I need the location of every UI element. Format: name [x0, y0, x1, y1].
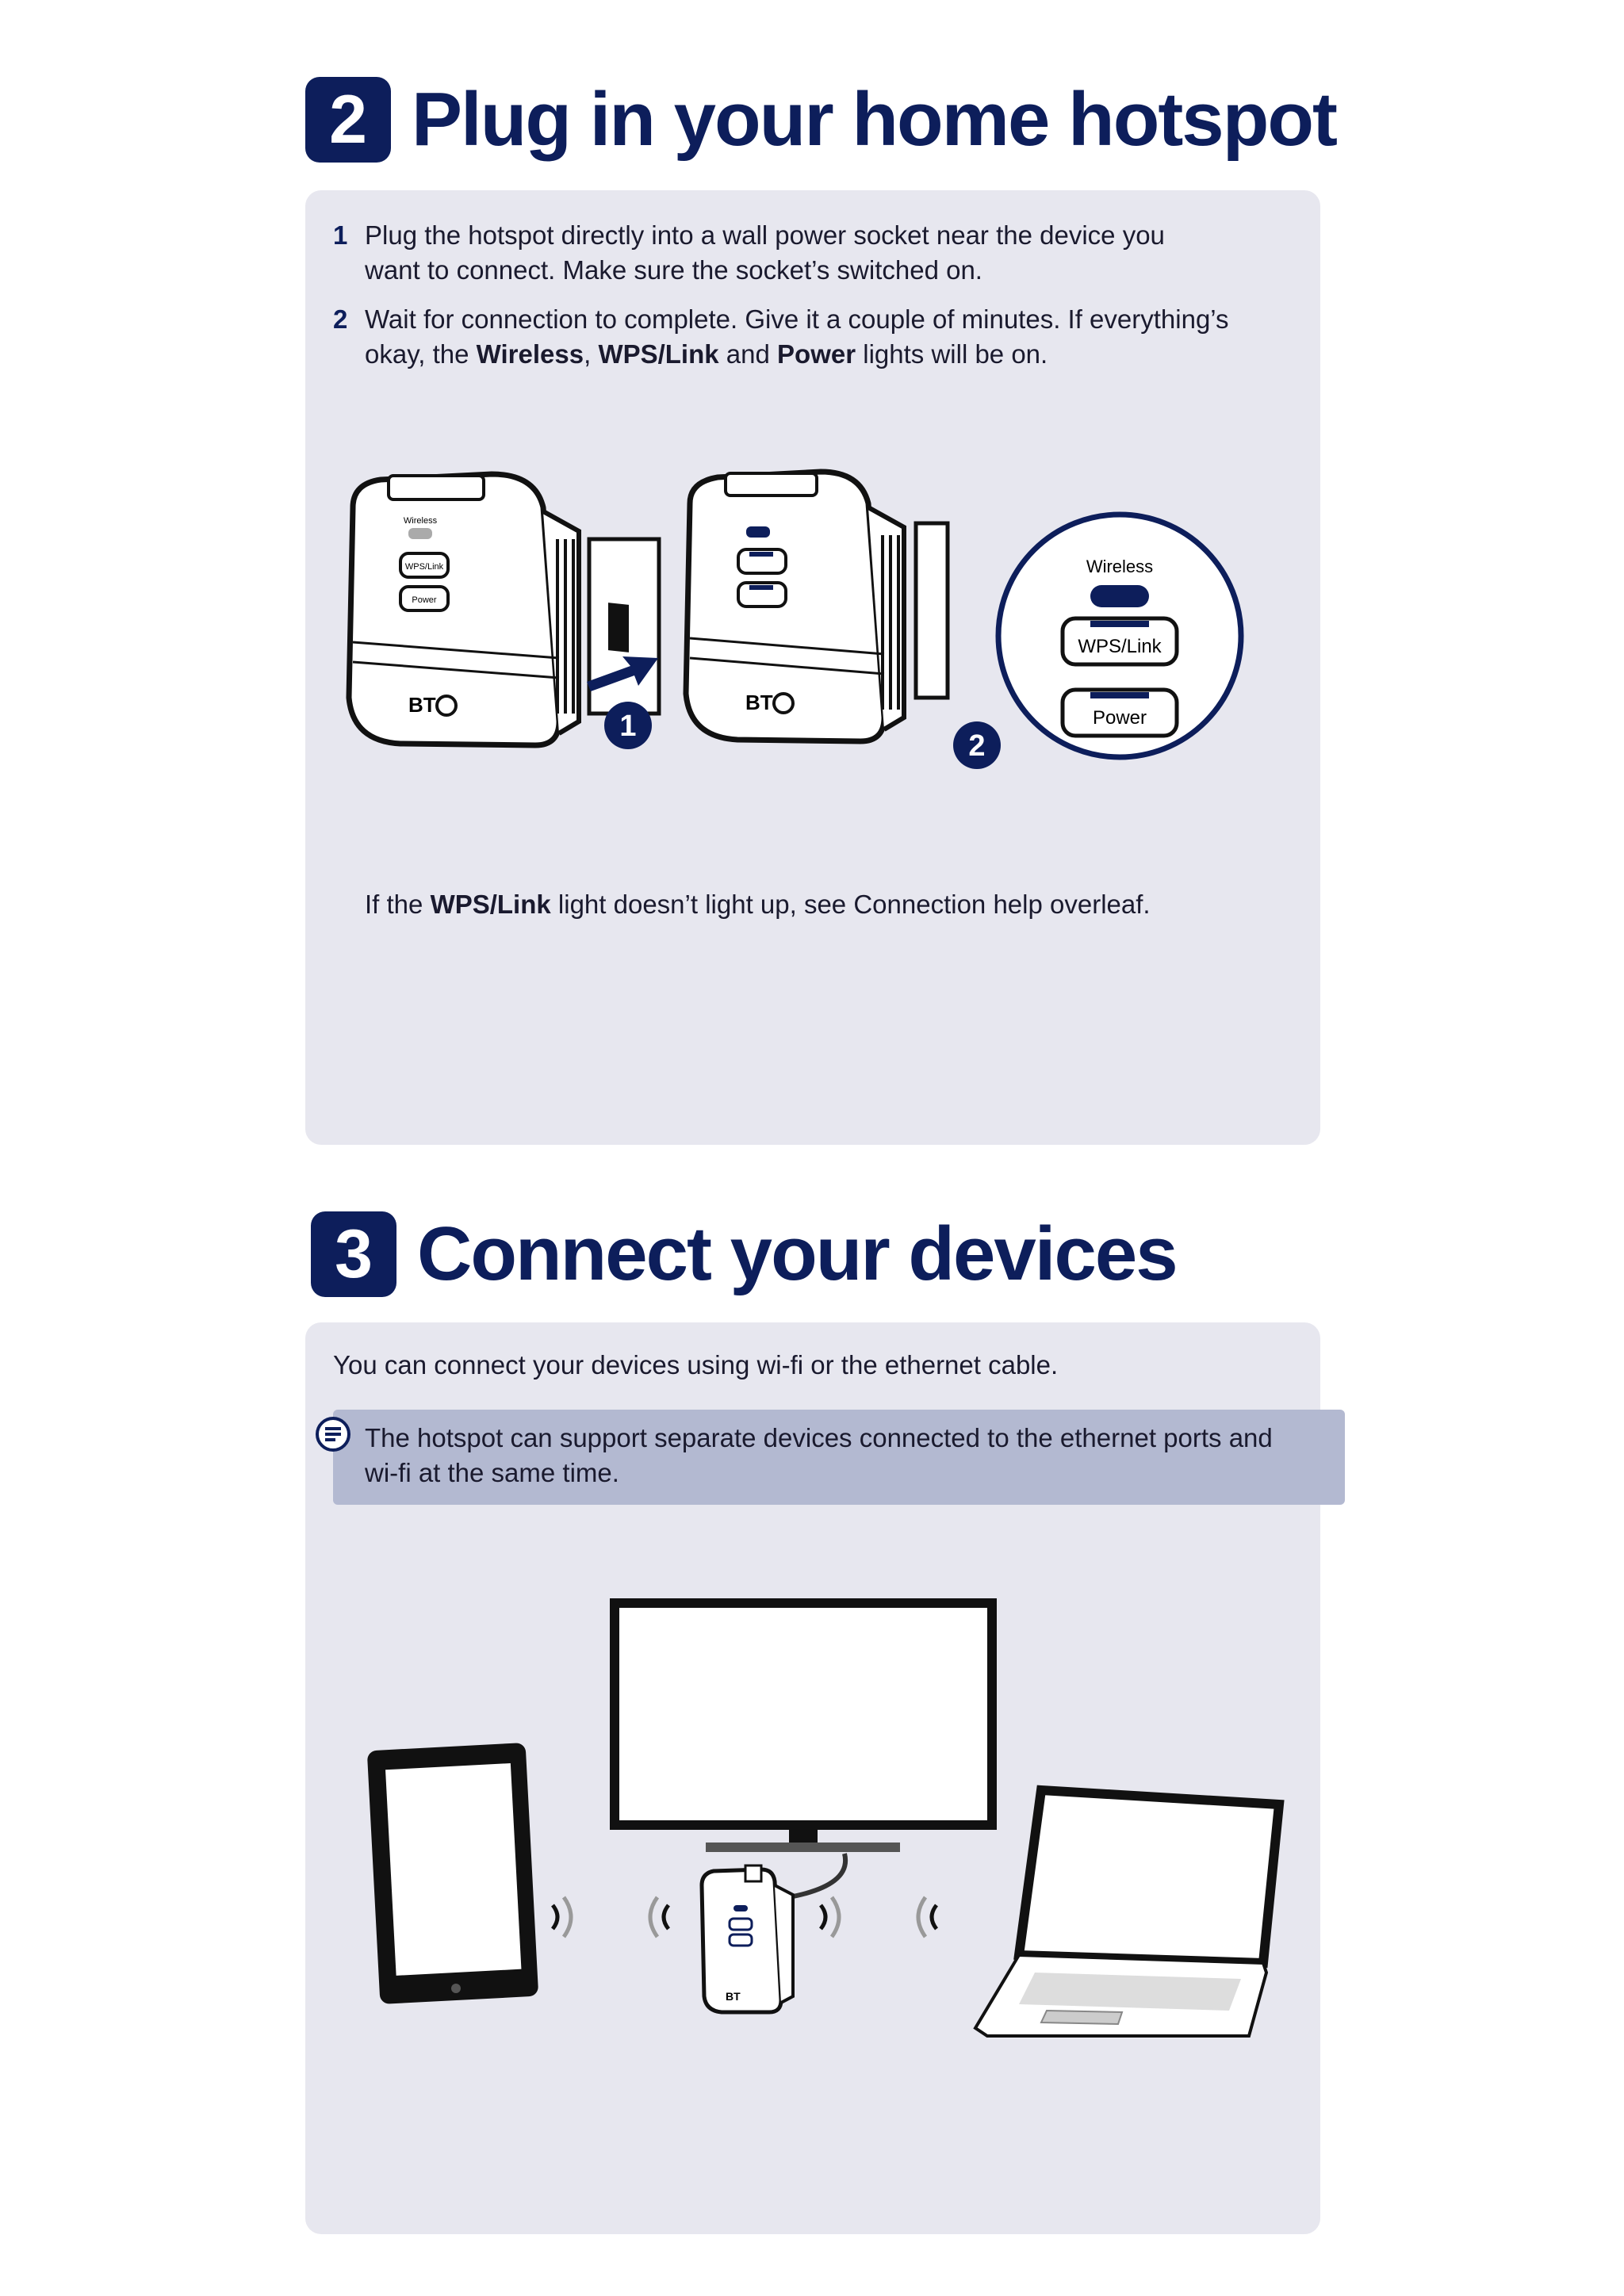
- section-number-badge: 3: [311, 1211, 396, 1297]
- steps-list: 1 Plug the hotspot directly into a wall …: [333, 218, 1285, 386]
- section-3-panel: You can connect your devices using wi-fi…: [305, 1322, 1345, 2234]
- step-text: Wait for connection to complete. Give it…: [365, 304, 1229, 369]
- hotspot-device-plugged: BT: [683, 469, 950, 744]
- plug-in-illustration: Wireless WPS/Link Power BT 1: [346, 469, 1244, 769]
- wifi-signal-icon: [550, 1896, 671, 1938]
- info-text: The hotspot can support separate devices…: [365, 1423, 1273, 1487]
- zoom-wps-label: WPS/Link: [1078, 636, 1162, 657]
- section-title: Plug in your home hotspot: [412, 77, 1338, 162]
- zoom-power-label: Power: [1093, 707, 1147, 729]
- section-2-panel: 1 Plug the hotspot directly into a wall …: [305, 190, 1320, 1145]
- hotspot-device: Wireless WPS/Link Power BT: [346, 471, 581, 748]
- marker-2: 2: [968, 729, 985, 763]
- power-label: Power: [412, 595, 437, 605]
- step-item: 2 Wait for connection to complete. Give …: [333, 302, 1285, 372]
- tablet-icon: [367, 1743, 538, 2004]
- info-icon: [316, 1417, 350, 1452]
- wireless-light-icon: [1090, 585, 1149, 607]
- section-2-heading: 2 Plug in your home hotspot: [305, 76, 1338, 163]
- bt-logo: BT: [726, 1990, 741, 2003]
- zoom-wireless-label: Wireless: [1086, 557, 1153, 576]
- connect-intro-text: You can connect your devices using wi-fi…: [333, 1350, 1059, 1380]
- wifi-signal-icon: [818, 1896, 939, 1938]
- info-callout: The hotspot can support separate devices…: [316, 1410, 1345, 1505]
- marker-1: 1: [619, 710, 636, 743]
- step-item: 1 Plug the hotspot directly into a wall …: [333, 218, 1285, 288]
- hotspot-device: BT: [699, 1864, 795, 2015]
- bt-logo: BT: [745, 691, 773, 714]
- wireless-label: Wireless: [404, 516, 438, 526]
- section-number-badge: 2: [305, 77, 391, 163]
- bt-logo: BT: [408, 693, 436, 717]
- devices-illustration: BT: [367, 1598, 1285, 2038]
- tv-icon: [610, 1598, 997, 1852]
- laptop-icon: [973, 1785, 1285, 2038]
- insert-arrow-icon: [587, 656, 658, 691]
- section-title: Connect your devices: [417, 1211, 1178, 1296]
- step-text: Plug the hotspot directly into a wall po…: [365, 220, 1165, 285]
- step-number: 1: [333, 220, 348, 250]
- section-3-heading: 3 Connect your devices: [311, 1211, 1178, 1298]
- step-number: 2: [333, 304, 348, 334]
- wps-label: WPS/Link: [405, 562, 444, 572]
- lights-zoom-callout: Wireless WPS/Link Power: [995, 511, 1244, 760]
- wps-help-note: If the WPS/Link light doesn’t light up, …: [365, 890, 1151, 919]
